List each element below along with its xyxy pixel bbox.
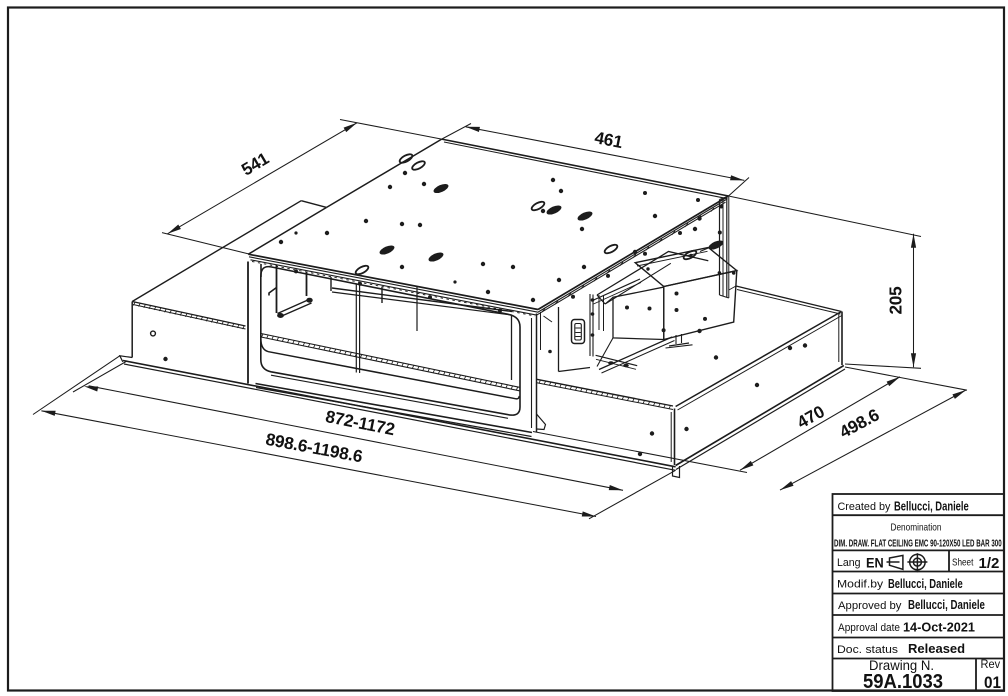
svg-text:Doc. status: Doc. status [837, 643, 898, 655]
svg-text:Bellucci, Daniele: Bellucci, Daniele [894, 500, 969, 514]
svg-text:Rev: Rev [981, 659, 1001, 671]
svg-text:Modif.by: Modif.by [837, 578, 883, 590]
svg-text:Denomination: Denomination [891, 522, 942, 534]
svg-text:Sheet: Sheet [952, 555, 974, 567]
svg-text:Approved by: Approved by [838, 600, 902, 612]
svg-text:Drawing N.: Drawing N. [869, 658, 934, 673]
svg-text:DIM. DRAW. FLAT CEILING EMC 90: DIM. DRAW. FLAT CEILING EMC 90-120X50 LE… [834, 537, 1002, 549]
svg-text:01: 01 [984, 673, 1001, 692]
svg-text:470: 470 [793, 401, 827, 432]
svg-text:898.6-1198.6: 898.6-1198.6 [264, 429, 364, 467]
svg-text:Created by: Created by [838, 501, 891, 513]
svg-text:Approval date: Approval date [838, 621, 900, 634]
svg-text:Released: Released [908, 641, 965, 656]
svg-text:Bellucci, Daniele: Bellucci, Daniele [908, 599, 985, 612]
svg-text:461: 461 [593, 127, 625, 152]
svg-text:Lang: Lang [837, 557, 861, 569]
svg-text:EN: EN [866, 555, 884, 571]
svg-text:59A.1033: 59A.1033 [863, 670, 943, 693]
svg-text:Bellucci, Daniele: Bellucci, Daniele [888, 578, 963, 592]
svg-text:205: 205 [886, 286, 906, 315]
svg-text:1/2: 1/2 [979, 555, 1000, 572]
svg-text:14-Oct-2021: 14-Oct-2021 [903, 619, 975, 634]
